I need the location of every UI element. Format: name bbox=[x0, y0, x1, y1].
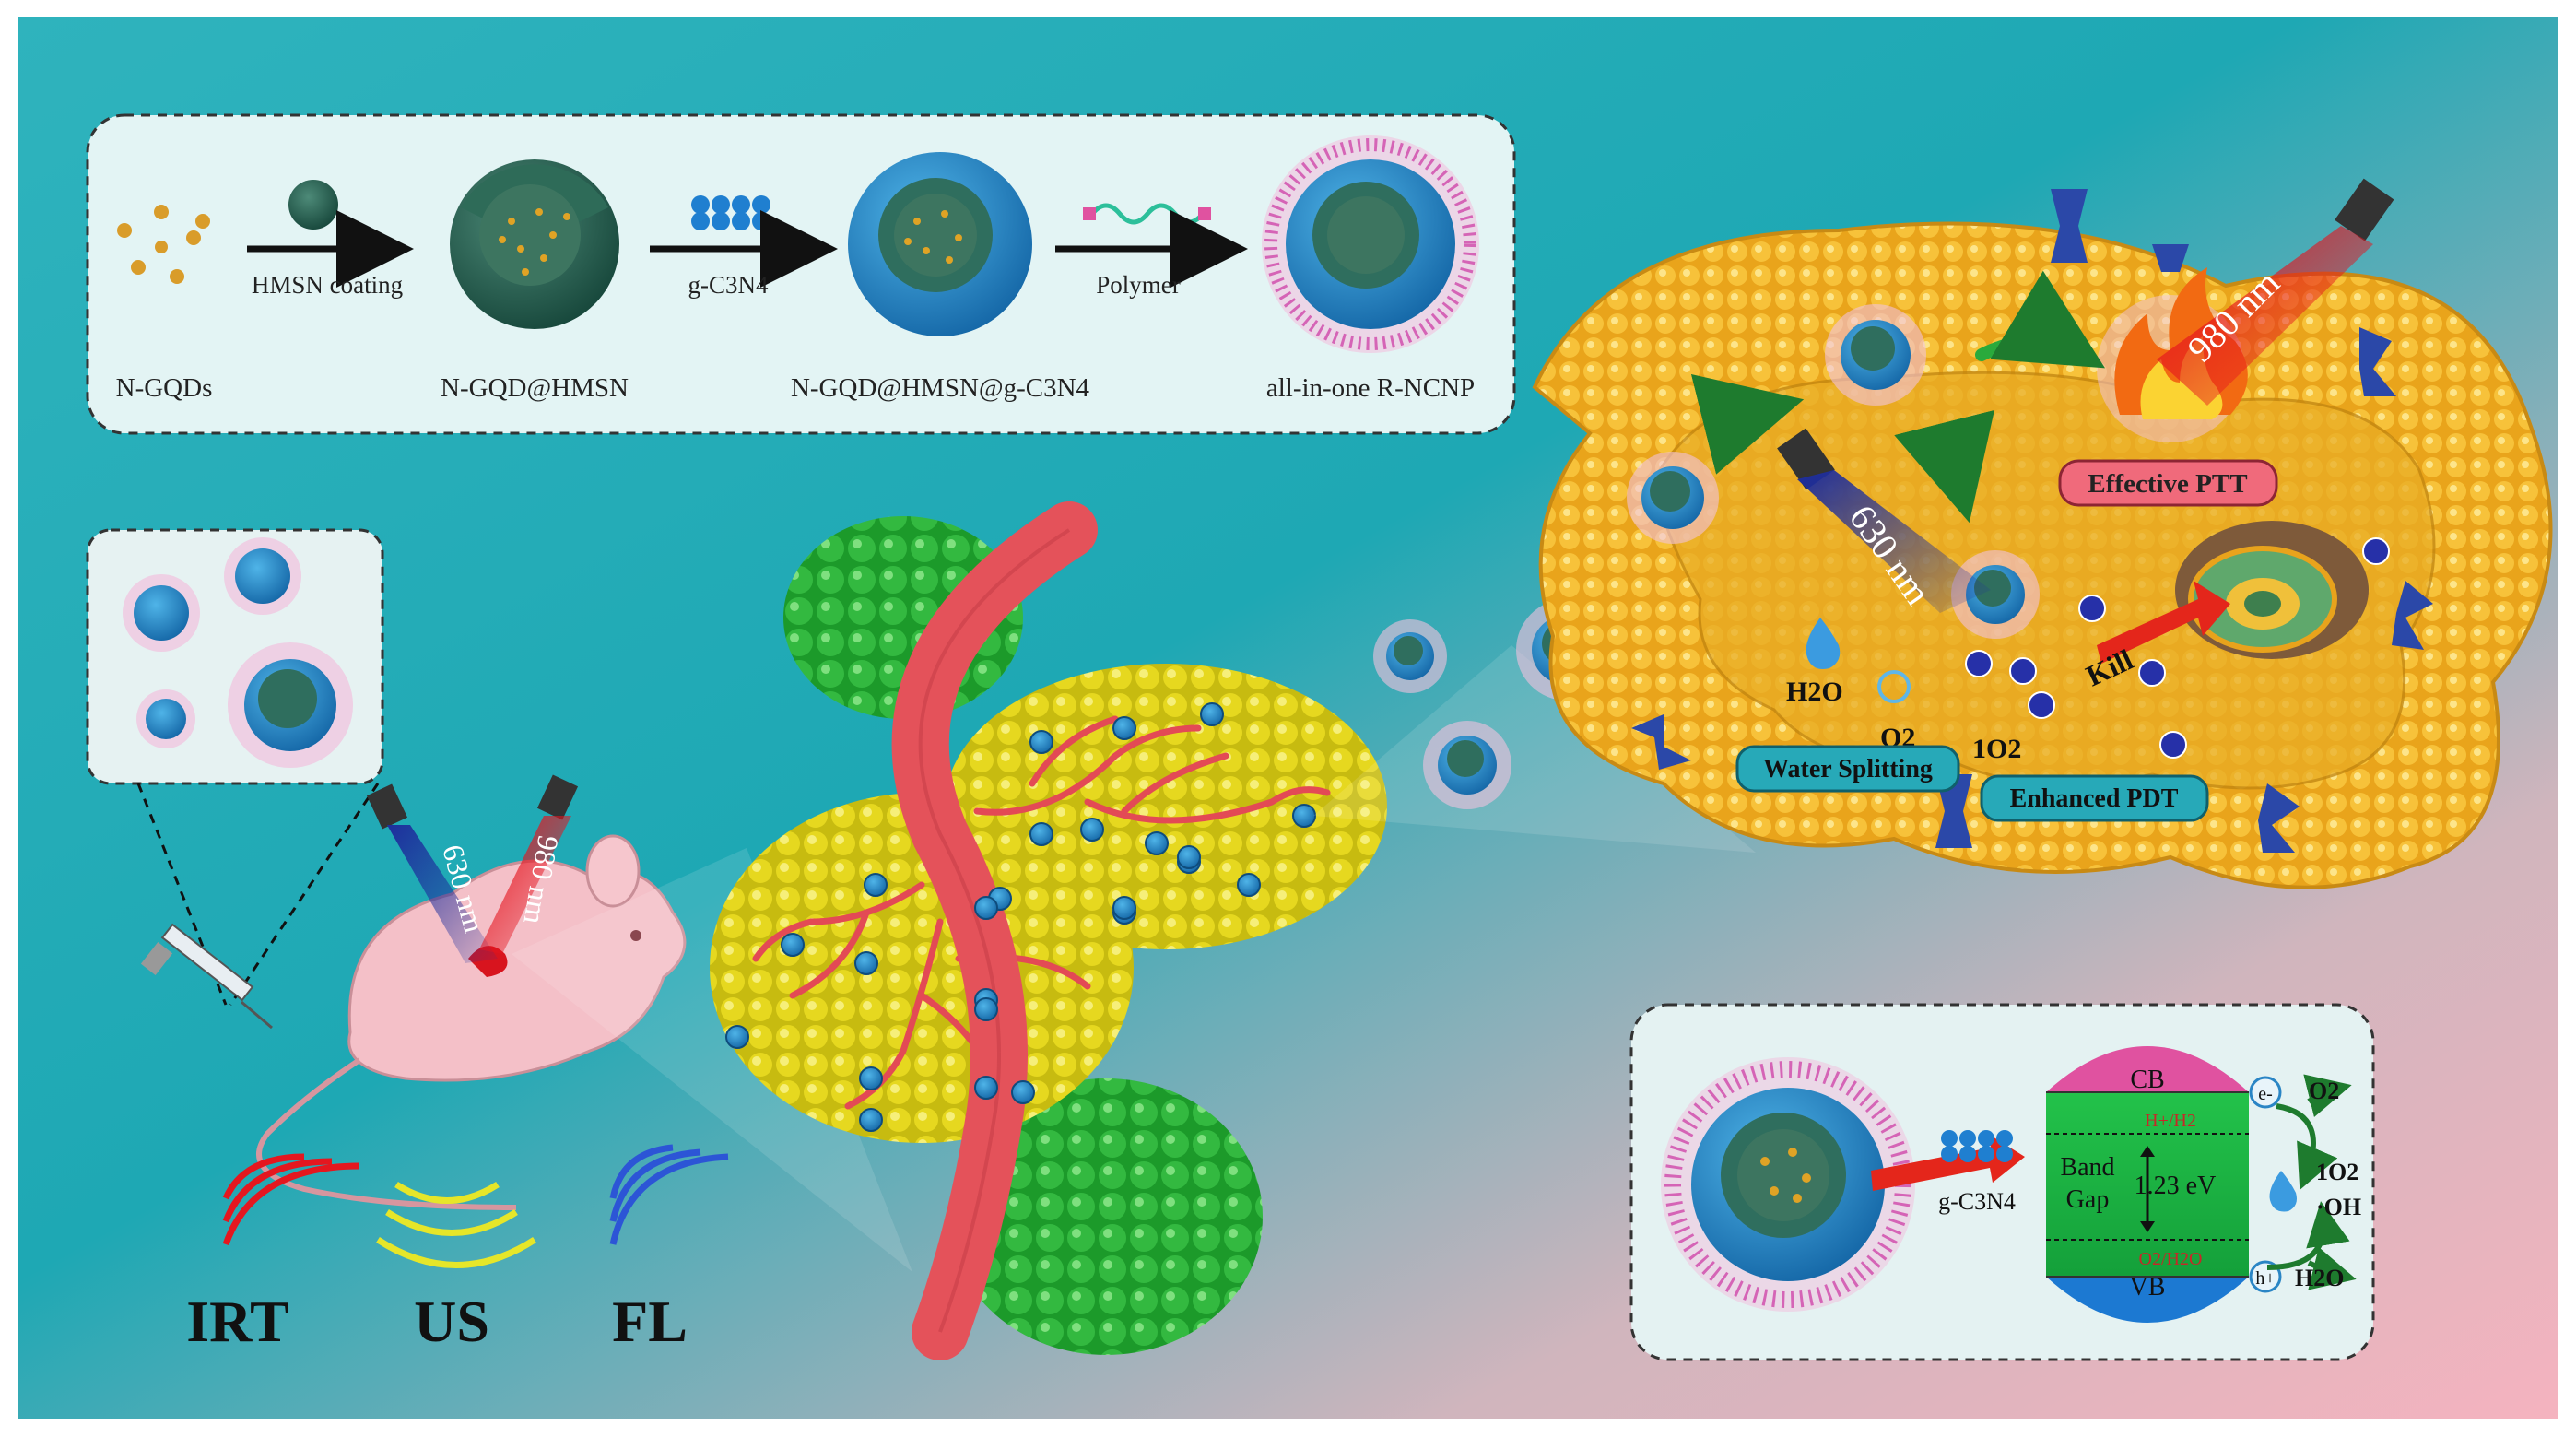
label-cb: CB bbox=[2130, 1066, 2164, 1094]
label-e-minus: e- bbox=[2258, 1084, 2273, 1104]
bandgap-arrow bbox=[1871, 1134, 2025, 1191]
label-n-gqd-hmsn-g-c3n4: N-GQD@HMSN@g-C3N4 bbox=[791, 373, 1090, 403]
hmsn-sphere-icon bbox=[288, 180, 338, 230]
yellow-tumor-right bbox=[945, 664, 1387, 949]
water-drop-bandgap-icon bbox=[2269, 1171, 2297, 1212]
zoom-connector-tumor bbox=[512, 848, 912, 1272]
label-o2-bandgap: O2 bbox=[2309, 1078, 2339, 1104]
label-r-ncnp: all-in-one R-NCNP bbox=[1266, 373, 1475, 403]
label-oh-bandgap: ·OH bbox=[2316, 1194, 2361, 1220]
us-signal-icon bbox=[376, 1182, 536, 1268]
tumor-tissue bbox=[710, 501, 1387, 1360]
tissue-nanoparticles bbox=[725, 702, 1316, 1132]
water-drop-icon bbox=[1806, 618, 1841, 669]
label-o2-h2o-level: O2/H2O bbox=[2139, 1249, 2203, 1269]
synthesis-panel: HMSN coating g-C3N4 bbox=[86, 113, 1516, 435]
label-enhanced-pdt: Enhanced PDT bbox=[2010, 784, 2179, 813]
r-ncnp-sphere bbox=[1262, 135, 1479, 353]
capillaries bbox=[752, 715, 1331, 1110]
laser-980-mouse: 980 nm bbox=[479, 774, 579, 954]
label-h-plus: h+ bbox=[2255, 1268, 2275, 1289]
label-h2o-bandgap: H2O bbox=[2295, 1265, 2344, 1291]
label-vb: VB bbox=[2130, 1273, 2166, 1302]
zoom-connector-cell bbox=[1313, 645, 1756, 853]
label-1o2-cell: 1O2 bbox=[1972, 734, 2021, 764]
step-hmsn-coating: HMSN coating bbox=[252, 271, 403, 299]
kill-arrow bbox=[2097, 581, 2230, 664]
ros-radicals bbox=[1965, 537, 2390, 759]
label-band: Band bbox=[2060, 1153, 2114, 1182]
water-splitting-banner: Water Splitting bbox=[1735, 745, 1960, 793]
label-energy: 1.23 eV bbox=[2135, 1172, 2217, 1200]
label-n-gqd-hmsn: N-GQD@HMSN bbox=[441, 373, 629, 403]
label-h2o-cell: H2O bbox=[1786, 677, 1843, 707]
label-h-h2: H+/H2 bbox=[2145, 1111, 2196, 1131]
step-g-c3n4: g-C3N4 bbox=[688, 271, 769, 299]
syringe-icon bbox=[140, 923, 273, 1030]
fl-signal-icon bbox=[609, 1144, 729, 1245]
mouse-illustration: 630 nm 980 nm bbox=[140, 774, 687, 1210]
nucleus-damaged bbox=[2175, 521, 2369, 659]
n-gqd-hmsn-sphere bbox=[450, 159, 619, 329]
label-fl: FL bbox=[612, 1289, 688, 1354]
n-gqds-dots bbox=[117, 205, 210, 284]
imaging-modalities: IRT US FL bbox=[186, 1144, 729, 1354]
irt-signal-icon bbox=[222, 1153, 360, 1246]
label-water-splitting: Water Splitting bbox=[1763, 755, 1933, 783]
o2-bubble-icon bbox=[1877, 670, 1911, 703]
g-c3n4-icon-bandgap bbox=[1941, 1130, 2013, 1162]
electron-icon bbox=[2249, 1076, 2282, 1109]
g-c3n4-sheet-icon bbox=[691, 195, 770, 230]
enhanced-pdt-banner: Enhanced PDT bbox=[1980, 774, 2209, 822]
effective-ptt-banner: Effective PTT bbox=[2058, 459, 2278, 507]
band-diagram bbox=[2046, 1046, 2249, 1323]
label-irt: IRT bbox=[186, 1289, 289, 1354]
n-gqd-hmsn-g-c3n4-sphere bbox=[848, 152, 1032, 336]
label-n-gqds: N-GQDs bbox=[116, 373, 213, 403]
step-polymer: Polymer bbox=[1096, 271, 1181, 299]
label-g-c3n4-bandgap: g-C3N4 bbox=[1938, 1188, 2016, 1215]
particle-inset bbox=[86, 528, 384, 1006]
label-1o2-bandgap: 1O2 bbox=[2316, 1159, 2358, 1185]
label-gap: Gap bbox=[2066, 1185, 2110, 1214]
pathway-arrows bbox=[1690, 270, 2106, 524]
tumor-cell: Kill 980 nm 630 nm H2O O2 1O2 Effective … bbox=[1532, 178, 2553, 889]
bandgap-reaction-arrows bbox=[2266, 1074, 2357, 1290]
label-effective-ptt: Effective PTT bbox=[2088, 469, 2247, 499]
membrane-channels bbox=[1631, 189, 2433, 853]
green-tissue-bottom bbox=[949, 1078, 1263, 1355]
bandgap-panel: g-C3N4 CB VB Band Gap 1.23 eV H+/H2 O2/H… bbox=[1629, 1003, 2375, 1361]
label-us: US bbox=[414, 1289, 489, 1354]
